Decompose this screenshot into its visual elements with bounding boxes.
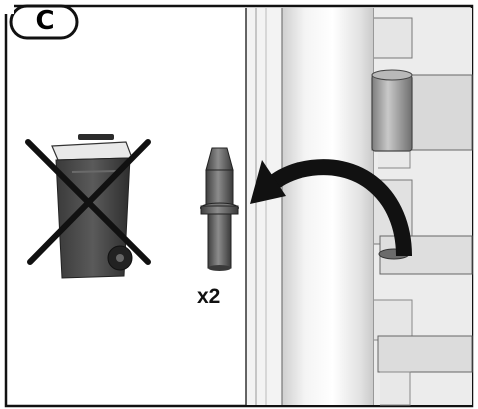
- step-label: C: [35, 6, 55, 36]
- step-badge: [0, 0, 79, 40]
- crossed-out-wheelie-bin-icon: [25, 134, 151, 279]
- upper-hinge-barrel: [371, 74, 413, 152]
- hinge-pin: [200, 147, 239, 271]
- quantity-label: x2: [197, 285, 221, 308]
- curved-insert-arrow: [250, 159, 412, 257]
- post-illustration: [245, 8, 473, 406]
